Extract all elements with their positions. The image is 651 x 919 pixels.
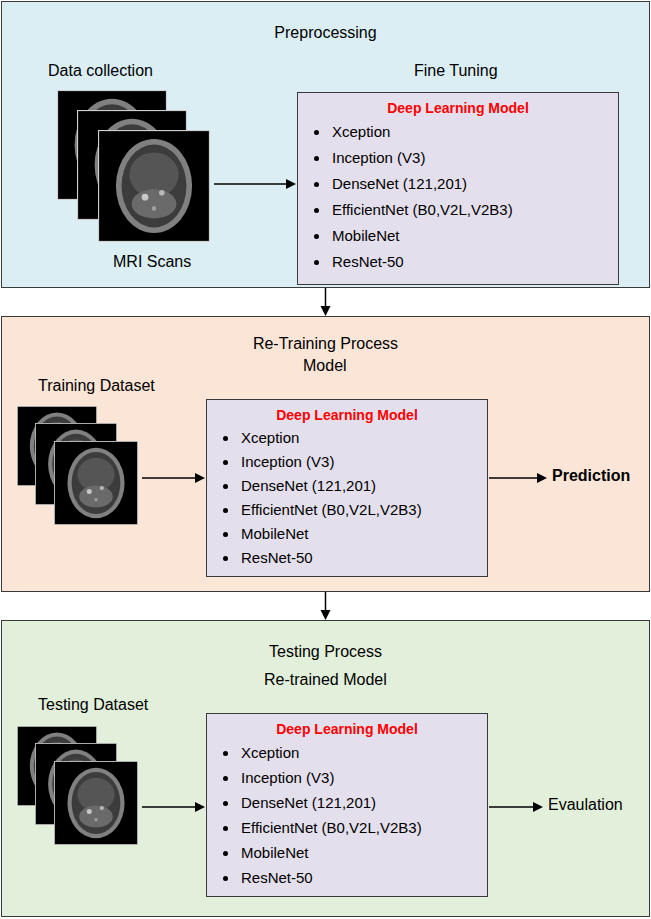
model-item: MobileNet [308, 223, 608, 249]
text-label: Evaulation [548, 796, 623, 814]
text-label: Data collection [48, 62, 153, 80]
model-name: MobileNet [332, 227, 400, 244]
stage-heading: Testing Process [2, 643, 649, 661]
bullet-dot [223, 801, 228, 806]
model-item: MobileNet [217, 522, 477, 546]
model-name: Xception [241, 744, 299, 761]
model-name: EfficientNet (B0,V2L,V2B3) [332, 201, 513, 218]
bullet-dot [314, 234, 319, 239]
model-name: DenseNet (121,201) [241, 477, 376, 494]
model-name: Xception [332, 123, 390, 140]
text-label: MRI Scans [113, 253, 191, 271]
bullet-dot [223, 532, 228, 537]
text-label: Re-trained Model [264, 671, 387, 689]
bullet-dot [223, 460, 228, 465]
bullet-dot [223, 826, 228, 831]
model-item: Inception (V3) [217, 450, 477, 474]
model-item: DenseNet (121,201) [217, 790, 477, 815]
flow-arrow [321, 592, 331, 620]
model-name: ResNet-50 [241, 549, 313, 566]
bullet-dot [314, 182, 319, 187]
model-name: ResNet-50 [241, 869, 313, 886]
model-item: EfficientNet (B0,V2L,V2B3) [308, 197, 608, 223]
text-label: Prediction [552, 467, 630, 485]
bullet-dot [223, 508, 228, 513]
stage-heading: Preprocessing [2, 24, 649, 42]
bullet-dot [223, 851, 228, 856]
model-item: ResNet-50 [217, 865, 477, 890]
model-name: Inception (V3) [241, 453, 334, 470]
model-heading: Deep Learning Model [308, 99, 608, 117]
model-name: Inception (V3) [332, 149, 425, 166]
text-label: Testing Dataset [38, 696, 148, 714]
model-item: Xception [217, 740, 477, 765]
bullet-dot [314, 260, 319, 265]
text-label: Fine Tuning [414, 62, 498, 80]
model-item: MobileNet [217, 840, 477, 865]
model-item: ResNet-50 [308, 249, 608, 275]
stage-band: PreprocessingDeep Learning ModelXception… [1, 1, 650, 288]
model-item: Xception [308, 119, 608, 145]
model-name: EfficientNet (B0,V2L,V2B3) [241, 819, 422, 836]
model-item: Inception (V3) [217, 765, 477, 790]
text-label: Training Dataset [38, 377, 155, 395]
model-box: Deep Learning ModelXceptionInception (V3… [206, 399, 488, 577]
model-name: ResNet-50 [332, 253, 404, 270]
model-name: MobileNet [241, 844, 309, 861]
model-name: Inception (V3) [241, 769, 334, 786]
model-name: Xception [241, 429, 299, 446]
model-heading: Deep Learning Model [217, 720, 477, 738]
model-heading: Deep Learning Model [217, 406, 477, 424]
model-item: DenseNet (121,201) [308, 171, 608, 197]
bullet-dot [314, 156, 319, 161]
model-item: Xception [217, 426, 477, 450]
model-box: Deep Learning ModelXceptionInception (V3… [297, 92, 619, 285]
flow-arrow [321, 288, 331, 316]
bullet-dot [223, 776, 228, 781]
model-name: DenseNet (121,201) [332, 175, 467, 192]
bullet-dot [223, 876, 228, 881]
bullet-dot [223, 484, 228, 489]
model-name: EfficientNet (B0,V2L,V2B3) [241, 501, 422, 518]
bullet-dot [314, 130, 319, 135]
bullet-dot [314, 208, 319, 213]
model-item: DenseNet (121,201) [217, 474, 477, 498]
stage-band: Testing ProcessDeep Learning ModelXcepti… [1, 620, 650, 917]
model-name: DenseNet (121,201) [241, 794, 376, 811]
model-item: Inception (V3) [308, 145, 608, 171]
model-box: Deep Learning ModelXceptionInception (V3… [206, 713, 488, 897]
bullet-dot [223, 436, 228, 441]
model-item: EfficientNet (B0,V2L,V2B3) [217, 498, 477, 522]
model-item: EfficientNet (B0,V2L,V2B3) [217, 815, 477, 840]
bullet-dot [223, 556, 228, 561]
bullet-dot [223, 751, 228, 756]
stage-heading: Re-Training Process [2, 335, 649, 353]
model-item: ResNet-50 [217, 546, 477, 570]
text-label: Model [303, 357, 347, 375]
model-name: MobileNet [241, 525, 309, 542]
